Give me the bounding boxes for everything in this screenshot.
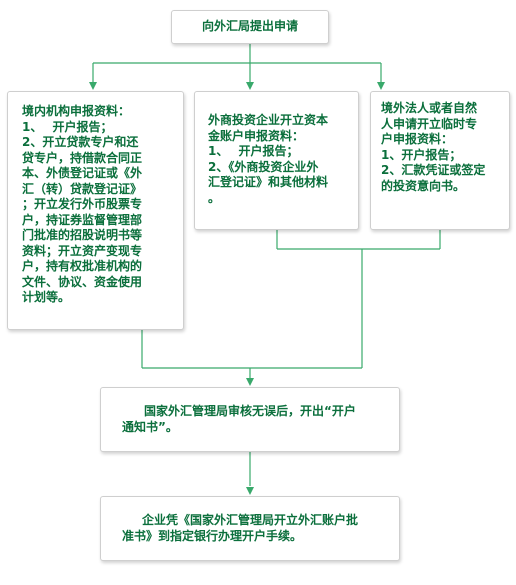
foreign-invested-line: 金账户申报资料： — [208, 128, 305, 143]
domestic-line: 境内机构申报资料： — [22, 104, 131, 118]
domestic-line: 贷专户，持借款合同正 — [22, 150, 143, 165]
domestic-line: 资料；开立资产变现专 — [22, 243, 143, 258]
overseas-line: 人申请开立临时专 — [381, 116, 478, 131]
domestic-line: 计划等。 — [22, 290, 71, 304]
foreign-invested-enterprise-box: 外商投资企业开立资本 金账户申报资料： 1、 开户报告； 2、《外商投资企业外 … — [194, 91, 359, 230]
final-line: 企业凭《国家外汇管理局开立外汇账户批 — [141, 513, 358, 527]
arrow-to-overseas — [377, 82, 385, 90]
overseas-line: 户申报资料： — [381, 132, 454, 146]
domestic-line: 本、外债登记证或《外 — [22, 166, 143, 180]
domestic-line: 1、 开户报告； — [22, 119, 113, 134]
final-line: 准书》到指定银行办理开户手续。 — [122, 528, 303, 543]
bank-account-opening-box: 企业凭《国家外汇管理局开立外汇账户批 准书》到指定银行办理开户手续。 — [100, 496, 400, 561]
arrow-to-final — [246, 487, 254, 495]
domestic-line: 户，持证券监督管理部 — [22, 212, 143, 227]
overseas-line: 的投资意向书。 — [381, 178, 466, 193]
domestic-line: 门批准的招股说明书等 — [22, 228, 143, 242]
domestic-line: 户，持有权批准机构的 — [22, 259, 143, 273]
review-line: 通知书”。 — [122, 419, 178, 434]
arrow-to-domestic — [89, 82, 97, 90]
overseas-line: 境外法人或者自然 — [381, 101, 478, 115]
apply-text: 向外汇局提出申请 — [201, 19, 298, 34]
foreign-invested-line: 2、《外商投资企业外 — [208, 159, 319, 174]
apply-box: 向外汇局提出申请 — [171, 10, 329, 44]
domestic-line: ；开立发行外币股票专 — [22, 197, 143, 211]
foreign-invested-line: 汇登记证》和其他材料 — [208, 175, 329, 189]
overseas-line: 1、开户报告； — [381, 147, 462, 162]
foreign-invested-line: 1、 开户报告； — [208, 144, 299, 158]
overseas-applicant-box: 境外法人或者自然 人申请开立临时专 户申报资料： 1、开户报告； 2、汇款凭证或… — [370, 91, 510, 230]
domestic-line: 文件、协议、资金使用 — [22, 274, 143, 289]
arrow-to-review — [246, 378, 254, 386]
review-line: 国家外汇管理局审核无误后，开出“开户 — [144, 404, 356, 418]
overseas-line: 2、汇款凭证或签定 — [381, 163, 486, 177]
foreign-invested-line: 外商投资企业开立资本 — [208, 113, 329, 127]
foreign-invested-line: 。 — [208, 190, 221, 205]
domestic-institution-box: 境内机构申报资料： 1、 开户报告； 2、开立贷款专户和还 贷专户，持借款合同正… — [7, 91, 184, 330]
domestic-line: 2、开立贷款专户和还 — [22, 135, 139, 149]
domestic-line: 汇（转）贷款登记证》 — [22, 181, 143, 196]
arrow-to-foreign-invested — [246, 82, 254, 90]
safe-review-box: 国家外汇管理局审核无误后，开出“开户 通知书”。 — [100, 387, 400, 452]
